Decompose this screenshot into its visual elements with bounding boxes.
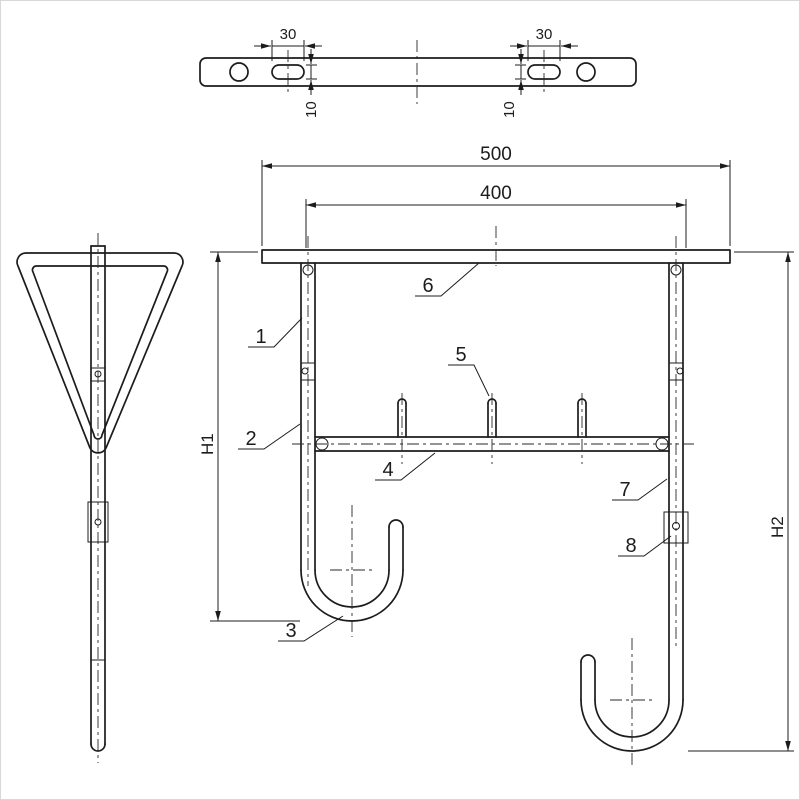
cross-bar-right-pivot [655,437,669,451]
peg-right [577,393,587,464]
side-view [16,233,184,763]
right-hook-outer-arc [580,699,684,752]
peg-right-edges [577,402,587,438]
dim-10-left-text: 10 [303,101,320,118]
dim-30-left-extension [271,40,305,61]
side-rod-edges [90,245,106,745]
left-hook-tip-edges [388,526,404,571]
part-2-label: 2 [245,428,256,450]
rail-hole-right [576,62,596,82]
part-1-leader [248,317,303,348]
part-5-leader [448,364,490,397]
cross-bar-left-pivot [315,437,329,451]
side-frame-inner [31,265,169,440]
right-joint-bolt [676,367,684,375]
left-joint-bolt [301,367,309,375]
top-view-rail: 30 30 10 10 [199,26,637,118]
rail-hole-left [229,62,249,82]
dim-30-right-text: 30 [536,26,553,43]
part-2-leader [238,423,301,450]
left-hook-tip-cap [388,519,404,528]
left-bar-edges [300,262,316,571]
side-frame-outer [16,252,184,454]
peg-middle [487,393,497,464]
part-7-leader [612,478,668,501]
right-bar-top-bolt [670,264,682,276]
dim-30-right-extension [527,40,561,61]
right-bar-joint [669,362,683,381]
part-callouts: 1 2 3 4 5 6 7 8 [238,262,672,642]
part-7-label: 7 [619,479,630,501]
dimension-annotations: 500 400 H1 H2 [198,144,794,752]
dim-500-extension [261,160,731,246]
part-3-leader [278,615,344,642]
side-clamp [87,501,109,543]
right-hook-tip-cap [580,654,596,663]
dim-h2-extension [688,251,794,752]
dim-500-text: 500 [480,144,512,165]
part-8-leader [618,535,672,557]
part-5-label: 5 [455,344,466,366]
right-bar-edges [668,262,684,701]
peg-middle-edges [487,402,497,438]
right-clamp-bolt [672,522,680,530]
dim-30-left-text: 30 [280,26,297,43]
part-3-label: 3 [285,620,296,642]
dim-h2-text: H2 [768,516,787,538]
part-6-label: 6 [422,275,433,297]
dim-400-text: 400 [480,183,512,204]
part-4-label: 4 [382,459,393,481]
left-bar-top-bolt [302,264,314,276]
side-joint-bolt [94,370,102,378]
right-bar-clamp [663,511,689,544]
dim-10-right-text: 10 [501,101,518,118]
rail-plate-outline [199,57,637,87]
dim-h1-text: H1 [198,433,217,455]
part-6-leader [415,262,480,297]
peg-left [397,393,407,464]
side-rod-joints [91,367,105,661]
right-hook-tip-edges [580,661,596,701]
front-view [261,226,731,768]
part-8-label: 8 [625,535,636,557]
right-hook [580,638,684,768]
part-1-label: 1 [255,326,266,348]
left-hook [300,505,404,637]
peg-left-edges [397,402,407,438]
part-4-leader [375,452,436,481]
side-clamp-bolt [94,518,102,526]
dim-400-extension [305,199,687,248]
left-bar-joint [301,362,315,381]
